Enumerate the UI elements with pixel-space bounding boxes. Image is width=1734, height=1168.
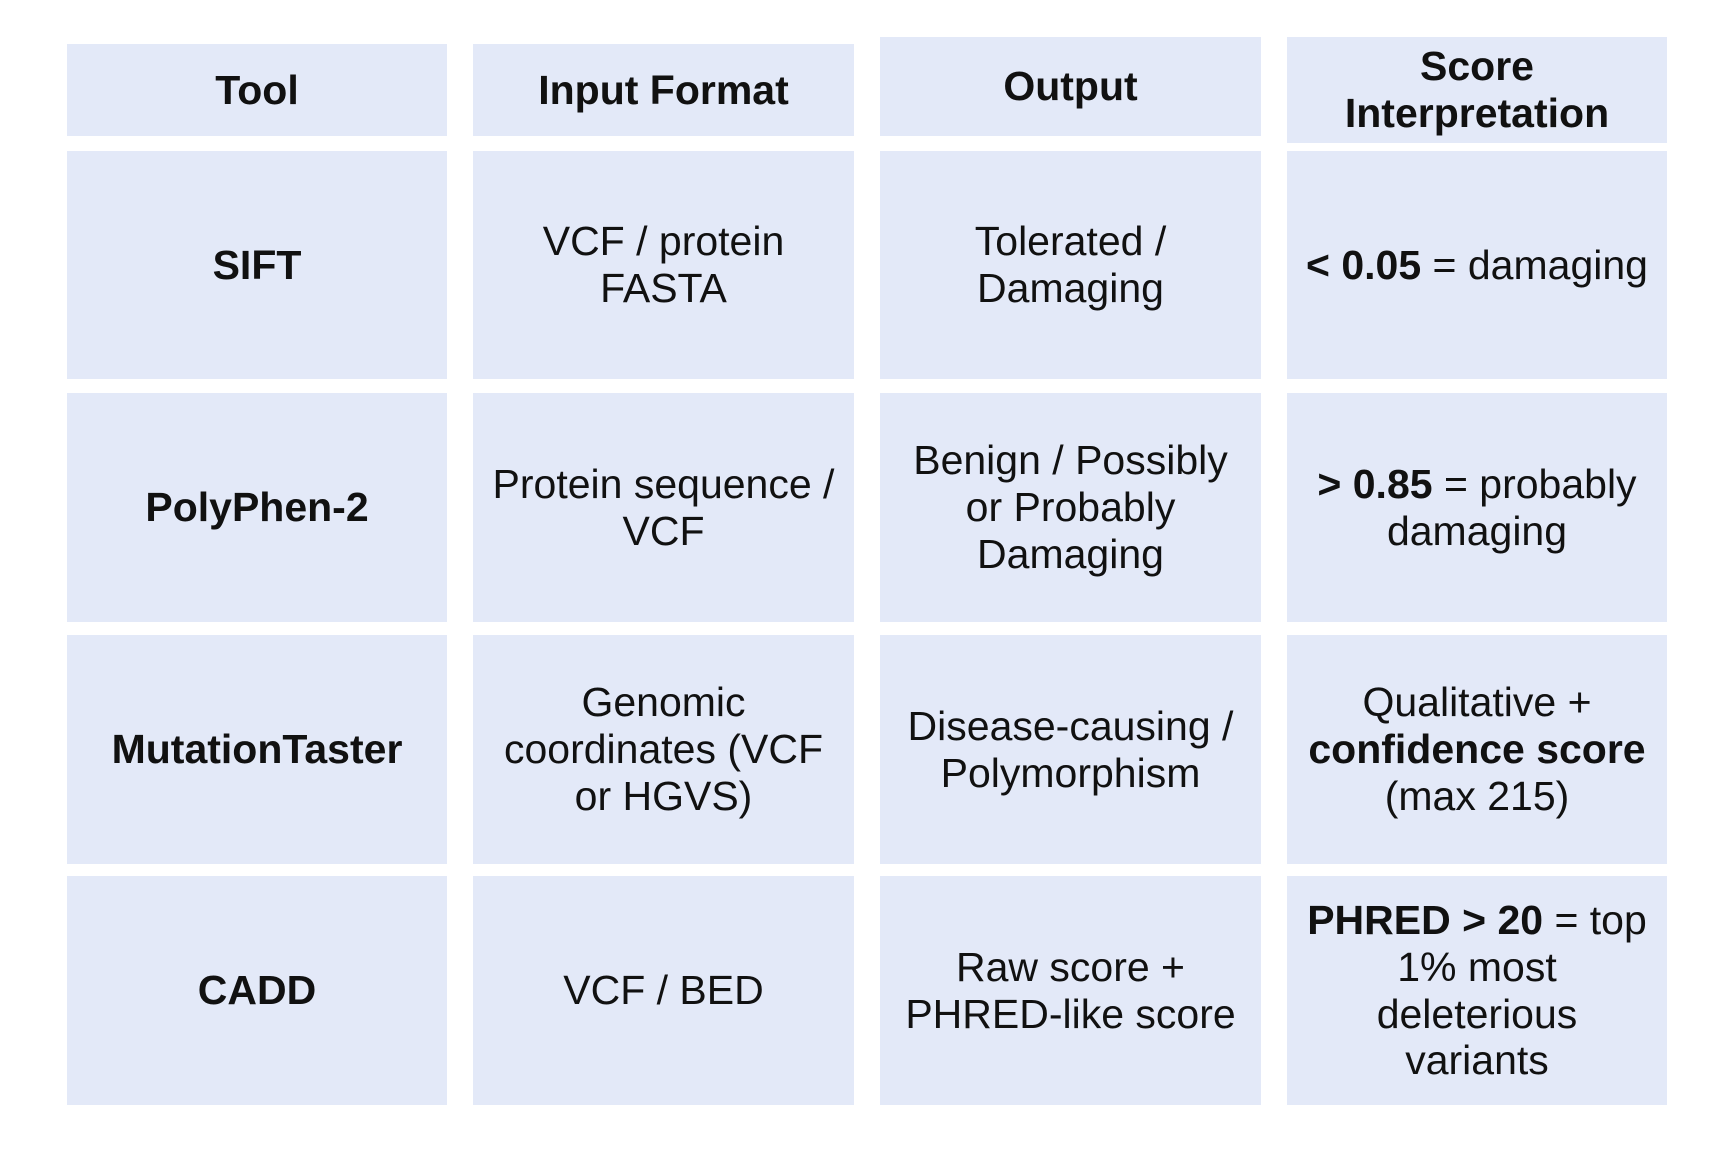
header-output: Output	[880, 37, 1261, 136]
table-row-1-score: < 0.05 = damaging	[1287, 151, 1667, 379]
tool-name: SIFT	[212, 241, 302, 288]
input-format: Genomic coordinates (VCF or HGVS)	[503, 679, 823, 819]
score-threshold: > 0.85	[1317, 460, 1433, 507]
table-row-4-input: VCF / BED	[473, 876, 854, 1105]
score-interpretation: Qualitative + confidence score (max 215)	[1305, 679, 1649, 819]
output-value: Raw score + PHRED-like score	[905, 943, 1236, 1037]
tool-name: CADD	[197, 967, 317, 1014]
header-input-format: Input Format	[473, 44, 854, 136]
table-row-4-tool: CADD	[67, 876, 447, 1105]
score-meaning: = damaging	[1421, 241, 1648, 288]
table-row-3-output: Disease-causing / Polymorphism	[880, 635, 1261, 864]
input-format: VCF / protein FASTA	[542, 218, 785, 311]
input-format: VCF / BED	[563, 967, 764, 1014]
score-threshold: confidence score	[1308, 726, 1646, 773]
table-row-1-tool: SIFT	[67, 151, 447, 379]
header-tool: Tool	[67, 44, 447, 136]
input-format: Protein sequence / VCF	[492, 460, 835, 554]
header-output-label: Output	[1003, 63, 1138, 110]
header-input-format-label: Input Format	[538, 66, 789, 113]
table-row-2-input: Protein sequence / VCF	[473, 393, 854, 622]
output-value: Benign / Possibly or Probably Damaging	[913, 437, 1228, 577]
score-meaning: = probably damaging	[1386, 460, 1637, 554]
score-threshold: PHRED > 20	[1307, 897, 1544, 944]
table-row-2-output: Benign / Possibly or Probably Damaging	[880, 393, 1261, 622]
score-meaning: = top 1% most deleterious variants	[1376, 897, 1647, 1084]
table-row-2-tool: PolyPhen-2	[67, 393, 447, 622]
score-prefix: Qualitative +	[1362, 679, 1592, 726]
table-row-3-tool: MutationTaster	[67, 635, 447, 864]
table-row-1-output: Tolerated / Damaging	[880, 151, 1261, 379]
score-interpretation: PHRED > 20 = top 1% most deleterious var…	[1305, 897, 1649, 1084]
table-row-3-score: Qualitative + confidence score (max 215)	[1287, 635, 1667, 864]
score-interpretation: < 0.05 = damaging	[1306, 242, 1648, 289]
score-interpretation: > 0.85 = probably damaging	[1305, 461, 1649, 554]
tool-name: MutationTaster	[111, 726, 403, 773]
table-row-1-input: VCF / protein FASTA	[473, 151, 854, 379]
tool-name: PolyPhen-2	[145, 484, 369, 531]
table-row-4-output: Raw score + PHRED-like score	[880, 876, 1261, 1105]
output-value: Tolerated / Damaging	[974, 218, 1167, 311]
header-score-interpretation-label: Score Interpretation	[1344, 43, 1610, 136]
header-tool-label: Tool	[215, 66, 299, 113]
header-score-interpretation: Score Interpretation	[1287, 37, 1667, 143]
score-threshold: < 0.05	[1306, 241, 1422, 288]
table-row-2-score: > 0.85 = probably damaging	[1287, 393, 1667, 622]
score-meaning: (max 215)	[1384, 772, 1570, 819]
output-value: Disease-causing / Polymorphism	[907, 702, 1234, 796]
table-row-4-score: PHRED > 20 = top 1% most deleterious var…	[1287, 876, 1667, 1105]
table-row-3-input: Genomic coordinates (VCF or HGVS)	[473, 635, 854, 864]
